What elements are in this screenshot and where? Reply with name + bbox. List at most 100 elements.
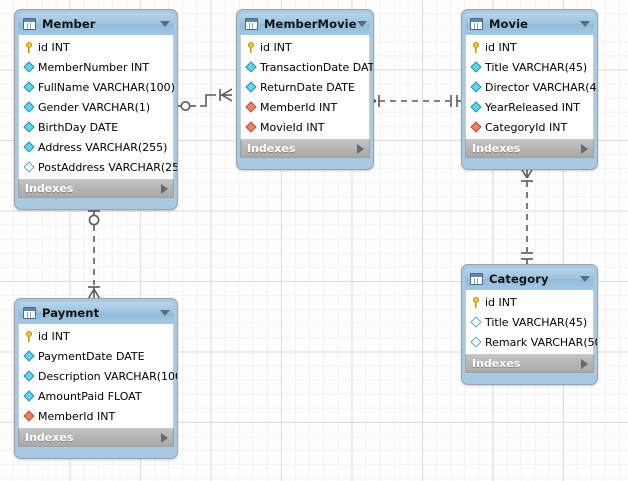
diamond-icon	[23, 410, 36, 423]
table-category[interactable]: Category id INT Title VARCHAR(45) Remark…	[461, 264, 598, 385]
diamond-icon	[470, 101, 483, 114]
table-membermovie-header[interactable]: MemberMovie	[240, 13, 370, 35]
column-row[interactable]: MemberNumber INT	[19, 57, 173, 77]
column-row[interactable]: MovieId INT	[241, 117, 369, 137]
diamond-icon	[245, 61, 258, 74]
column-row[interactable]: MemberId INT	[19, 406, 173, 426]
table-icon	[23, 307, 36, 319]
diamond-icon	[23, 141, 36, 154]
chevron-right-icon[interactable]	[357, 143, 364, 154]
column-label: MemberId INT	[38, 409, 116, 423]
column-row[interactable]: Title VARCHAR(45)	[466, 57, 593, 77]
table-movie-columns: id INT Title VARCHAR(45) Director VARCHA…	[465, 35, 597, 139]
table-bottom-strip	[240, 158, 370, 164]
chevron-right-icon[interactable]	[161, 432, 168, 443]
relationship-member-payment[interactable]	[83, 209, 107, 305]
column-row[interactable]: Description VARCHAR(100)	[19, 366, 177, 386]
chevron-down-icon[interactable]	[160, 310, 170, 316]
chevron-down-icon[interactable]	[356, 21, 367, 27]
column-row[interactable]: id INT	[19, 326, 173, 346]
chevron-right-icon[interactable]	[581, 358, 588, 369]
table-payment-title: Payment	[42, 306, 100, 320]
column-label: Director VARCHAR(45)	[485, 80, 598, 94]
table-membermovie-columns: id INT TransactionDate DATE ReturnDate D…	[240, 35, 373, 139]
table-category-columns: id INT Title VARCHAR(45) Remark VARCHAR(…	[465, 290, 597, 354]
diamond-icon	[23, 390, 36, 403]
column-row[interactable]: Title VARCHAR(45)	[466, 312, 593, 332]
indexes-label: Indexes	[472, 357, 521, 370]
column-row[interactable]: PaymentDate DATE	[19, 346, 173, 366]
column-row[interactable]: Gender VARCHAR(1)	[19, 97, 173, 117]
column-row[interactable]: ReturnDate DATE	[241, 77, 369, 97]
column-row[interactable]: CategoryId INT	[466, 117, 593, 137]
diamond-icon	[245, 81, 258, 94]
column-label: Address VARCHAR(255)	[38, 140, 168, 154]
relationship-membermovie-movie[interactable]	[365, 91, 466, 113]
column-label: PostAddress VARCHAR(255)	[38, 160, 178, 174]
chevron-right-icon[interactable]	[161, 183, 168, 194]
column-row[interactable]: Director VARCHAR(45)	[466, 77, 597, 97]
column-row[interactable]: TransactionDate DATE	[241, 57, 373, 77]
diamond-icon	[23, 61, 36, 74]
chevron-down-icon[interactable]	[160, 21, 170, 27]
relationship-member-membermovie[interactable]	[176, 88, 242, 118]
column-row[interactable]: BirthDay DATE	[19, 117, 173, 137]
table-member-indexes-bar[interactable]: Indexes	[18, 179, 174, 198]
column-row[interactable]: Remark VARCHAR(500)	[466, 332, 597, 352]
column-row[interactable]: id INT	[241, 37, 369, 57]
table-membermovie[interactable]: MemberMovie id INT TransactionDate DATE …	[236, 9, 374, 170]
column-label: BirthDay DATE	[38, 120, 119, 134]
table-payment-header[interactable]: Payment	[18, 302, 174, 324]
chevron-down-icon[interactable]	[580, 276, 590, 282]
indexes-label: Indexes	[25, 431, 74, 444]
table-category-header[interactable]: Category	[465, 268, 594, 290]
table-category-indexes-bar[interactable]: Indexes	[465, 354, 594, 373]
table-payment[interactable]: Payment id INT PaymentDate DATE Descript…	[14, 298, 178, 459]
column-label: TransactionDate DATE	[260, 60, 374, 74]
key-icon	[470, 41, 483, 54]
table-icon	[245, 18, 258, 30]
table-member-columns: id INT MemberNumber INT FullName VARCHAR…	[18, 35, 177, 179]
table-payment-indexes-bar[interactable]: Indexes	[18, 428, 174, 447]
diamond-outline-icon	[470, 316, 483, 329]
column-label: Gender VARCHAR(1)	[38, 100, 151, 114]
column-label: Description VARCHAR(100)	[38, 369, 178, 383]
table-bottom-strip	[465, 158, 594, 164]
diamond-outline-icon	[470, 336, 483, 349]
column-label: id INT	[485, 40, 517, 54]
diamond-icon	[470, 61, 483, 74]
column-row[interactable]: YearReleased INT	[466, 97, 593, 117]
table-movie-header[interactable]: Movie	[465, 13, 594, 35]
column-label: id INT	[485, 295, 517, 309]
column-row[interactable]: MemberId INT	[241, 97, 369, 117]
column-row[interactable]: id INT	[466, 292, 593, 312]
table-member[interactable]: Member id INT MemberNumber INT FullName …	[14, 9, 178, 210]
table-member-header[interactable]: Member	[18, 13, 174, 35]
indexes-label: Indexes	[25, 182, 74, 195]
table-category-title: Category	[489, 272, 549, 286]
table-bottom-strip	[18, 198, 174, 204]
chevron-down-icon[interactable]	[580, 21, 590, 27]
column-row[interactable]: Address VARCHAR(255)	[19, 137, 173, 157]
column-label: AmountPaid FLOAT	[38, 389, 142, 403]
key-icon	[23, 41, 36, 54]
column-row[interactable]: id INT	[19, 37, 173, 57]
indexes-label: Indexes	[247, 142, 296, 155]
diamond-icon	[23, 81, 36, 94]
column-label: Title VARCHAR(45)	[485, 315, 588, 329]
table-movie[interactable]: Movie id INT Title VARCHAR(45) Director …	[461, 9, 598, 170]
table-movie-indexes-bar[interactable]: Indexes	[465, 139, 594, 158]
diamond-icon	[470, 81, 483, 94]
table-icon	[470, 18, 483, 30]
column-row[interactable]: PostAddress VARCHAR(255)	[19, 157, 177, 177]
chevron-right-icon[interactable]	[581, 143, 588, 154]
table-membermovie-indexes-bar[interactable]: Indexes	[240, 139, 370, 158]
column-row[interactable]: AmountPaid FLOAT	[19, 386, 173, 406]
indexes-label: Indexes	[472, 142, 521, 155]
column-label: YearReleased INT	[485, 100, 580, 114]
relationship-movie-category[interactable]	[516, 167, 540, 270]
column-row[interactable]: id INT	[466, 37, 593, 57]
table-payment-columns: id INT PaymentDate DATE Description VARC…	[18, 324, 177, 428]
column-row[interactable]: FullName VARCHAR(100)	[19, 77, 175, 97]
